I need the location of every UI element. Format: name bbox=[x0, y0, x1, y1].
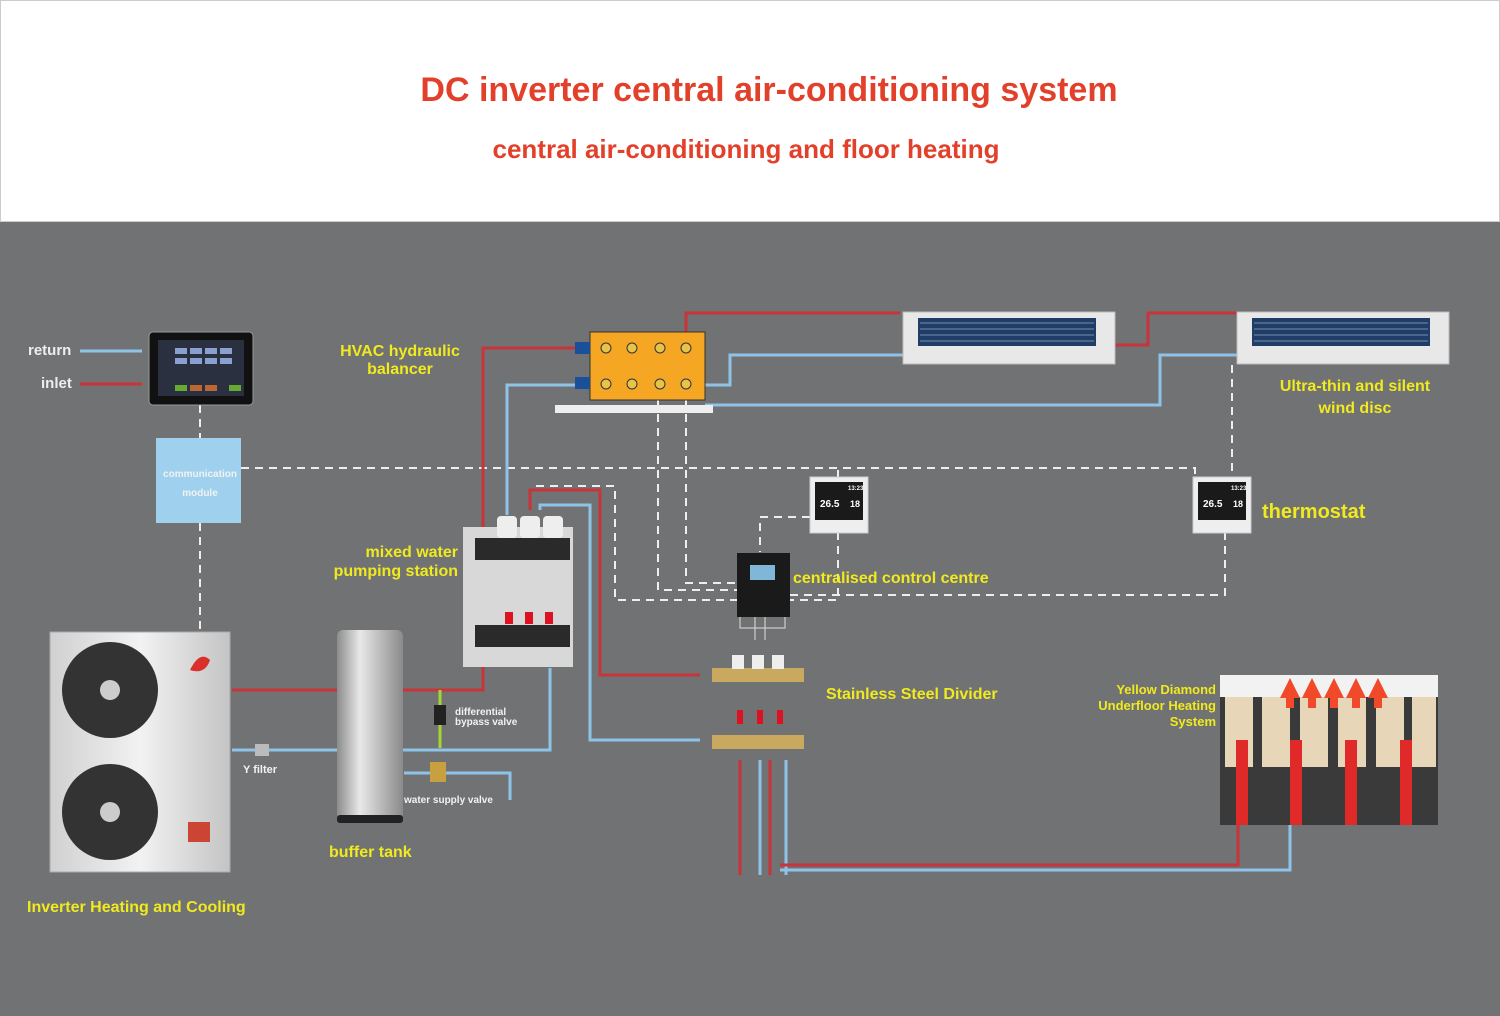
control-centre-label: centralised control centre bbox=[793, 570, 989, 587]
control-wires bbox=[199, 365, 1233, 630]
wire-comm-bus bbox=[241, 467, 1196, 478]
pipe-fan2-return bbox=[705, 353, 1240, 407]
differential-valve-icon bbox=[434, 705, 446, 725]
pumping-station bbox=[463, 516, 573, 667]
underfloor-heating-image bbox=[1220, 675, 1438, 825]
buffer-tank bbox=[337, 630, 403, 823]
page-subtitle: central air-conditioning and floor heati… bbox=[492, 134, 1000, 164]
pipe-fan1-supply bbox=[684, 311, 900, 345]
page-title: DC inverter central air-conditioning sys… bbox=[420, 71, 1118, 109]
communication-module-label: communication module bbox=[163, 469, 237, 499]
pumping-station-label: mixed water pumping station bbox=[333, 544, 458, 580]
wire-thermostat2 bbox=[790, 532, 1226, 596]
wind-disc-label: Ultra-thin and silent wind disc bbox=[1279, 378, 1431, 417]
water-supply-valve-icon bbox=[430, 762, 446, 782]
hydraulic-balancer bbox=[555, 331, 713, 413]
legend-inlet: inlet bbox=[41, 375, 72, 392]
buffer-tank-label: buffer tank bbox=[329, 844, 412, 861]
y-filter-label: Y filter bbox=[243, 764, 278, 776]
heat-pump-unit bbox=[49, 631, 231, 873]
pipe-fan2-supply bbox=[1115, 311, 1240, 347]
diagram-canvas: return inlet communication module HVAC h… bbox=[0, 222, 1500, 1016]
thermostat-1-set: 18 bbox=[850, 499, 861, 509]
differential-valve-label: differential bypass valve bbox=[455, 707, 518, 728]
thermostat-1 bbox=[809, 476, 869, 534]
wire-thermostat-control bbox=[759, 516, 810, 552]
pipe-floor-return bbox=[758, 760, 1292, 875]
thermostat-label: thermostat bbox=[1262, 501, 1366, 523]
wind-disc-1 bbox=[902, 311, 1116, 365]
pipe-floor-supply bbox=[738, 760, 1240, 875]
header: DC inverter central air-conditioning sys… bbox=[0, 0, 1500, 222]
divider-label: Stainless Steel Divider bbox=[826, 686, 998, 703]
thermostat-2-temp: 26.5 bbox=[1203, 499, 1223, 510]
pipe-balancer-return bbox=[505, 383, 585, 515]
control-centre bbox=[737, 553, 790, 640]
legend-return: return bbox=[28, 342, 72, 359]
control-tablet bbox=[148, 331, 254, 406]
hydraulic-balancer-label: HVAC hydraulic balancer bbox=[340, 343, 460, 378]
communication-module-box bbox=[156, 438, 241, 523]
diagram-svg bbox=[49, 311, 1450, 875]
y-filter-icon bbox=[255, 744, 269, 756]
wire-pump bbox=[530, 485, 839, 601]
thermostat-2 bbox=[1192, 476, 1252, 534]
pipe-divider-return bbox=[538, 503, 700, 742]
thermostat-2-time: 13:23 bbox=[1231, 486, 1247, 492]
water-supply-valve-label: water supply valve bbox=[404, 795, 493, 806]
wire-thermostat-fan bbox=[837, 365, 1233, 478]
stainless-divider bbox=[712, 655, 804, 749]
thermostat-2-set: 18 bbox=[1233, 499, 1244, 509]
heat-pump-label: Inverter Heating and Cooling bbox=[27, 899, 246, 916]
wire-balancer bbox=[657, 400, 738, 591]
thermostat-1-time: 13:23 bbox=[848, 486, 864, 492]
pipe-divider-supply bbox=[528, 488, 700, 677]
underfloor-label: Yellow Diamond Underfloor Heating System bbox=[1098, 682, 1216, 729]
thermostat-1-temp: 26.5 bbox=[820, 499, 840, 510]
wind-disc-2 bbox=[1236, 311, 1450, 365]
pipe-fan1-return bbox=[686, 353, 905, 387]
